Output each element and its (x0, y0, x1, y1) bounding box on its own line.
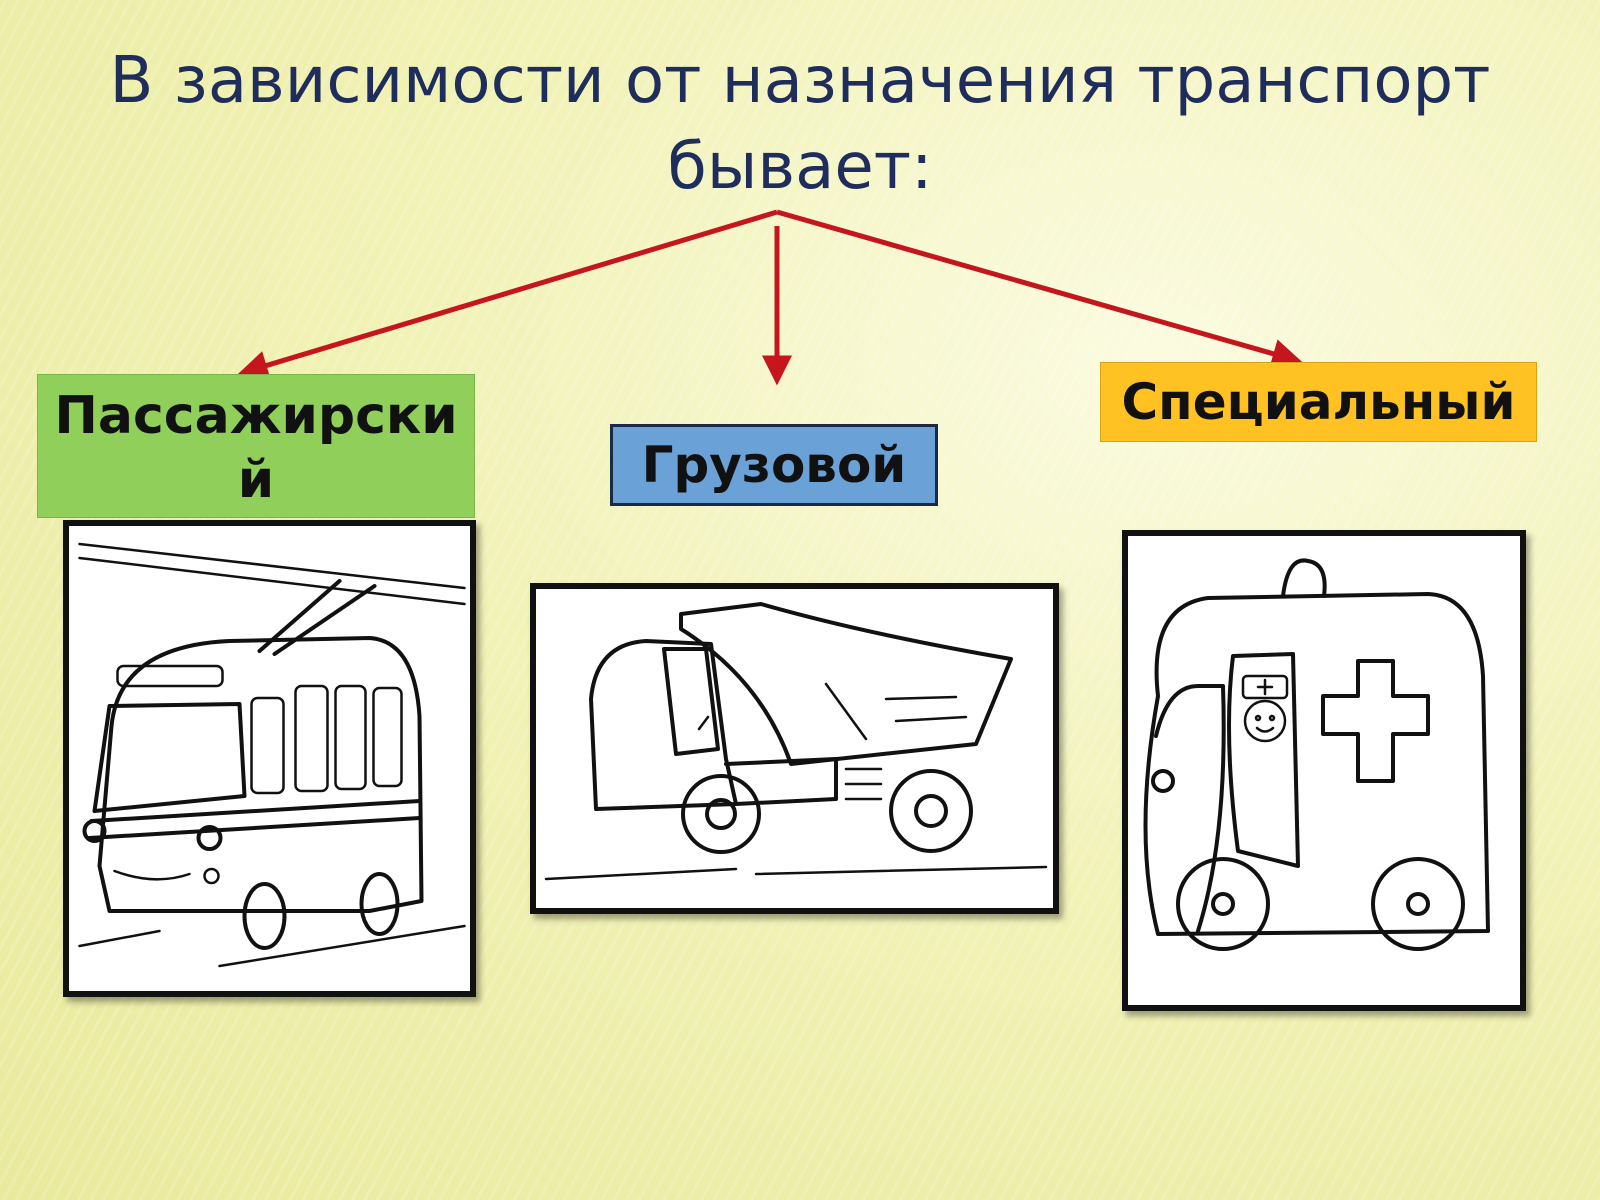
label-passenger: Пассажирский (37, 374, 475, 518)
dump-truck-icon (544, 602, 1048, 881)
ambulance-picture (1122, 530, 1526, 1011)
trolleybus-picture (63, 520, 476, 997)
slide-title: В зависимости от назначения транспорт бы… (109, 44, 1491, 204)
arrow-to-special (776, 209, 1303, 369)
dump-truck-picture (530, 583, 1059, 914)
label-cargo: Грузовой (610, 424, 938, 506)
arrow-to-passenger (237, 209, 778, 380)
ambulance-icon (1143, 558, 1490, 951)
label-special: Специальный (1100, 362, 1537, 442)
trolleybus-icon (78, 542, 466, 968)
